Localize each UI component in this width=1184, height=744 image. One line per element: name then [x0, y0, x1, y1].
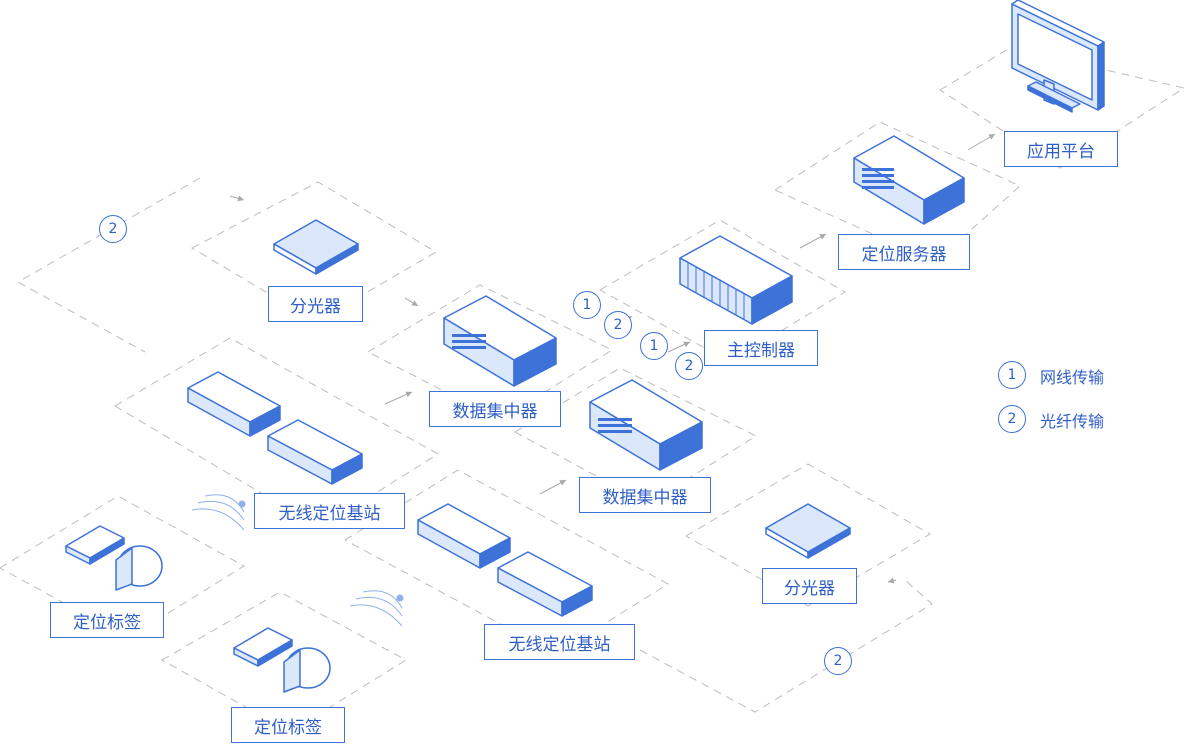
- splitter-bottom-icon: [765, 503, 851, 559]
- label-main-controller: 主控制器: [704, 330, 818, 366]
- label-tag-top: 定位标签: [50, 602, 164, 638]
- marker-fiber: 2: [604, 311, 632, 339]
- label-base-station-bottom: 无线定位基站: [484, 624, 635, 660]
- label-tag-bottom: 定位标签: [231, 707, 345, 743]
- marker-fiber: 2: [824, 647, 852, 675]
- label-data-concentrator-bottom: 数据集中器: [579, 477, 711, 513]
- marker-fiber: 2: [675, 352, 703, 380]
- fiber-loop-bottom: [639, 579, 933, 713]
- wireless-signal-bottom-icon: [349, 590, 404, 627]
- legend-text-1: 网线传输: [1040, 368, 1105, 387]
- zone-splitter-bottom: [685, 463, 931, 607]
- server-icon: [853, 135, 965, 225]
- marker-ethernet: 1: [640, 332, 668, 360]
- base-station-bottom-icon: [417, 503, 593, 617]
- marker-fiber: 2: [99, 215, 127, 243]
- label-splitter-bottom: 分光器: [762, 568, 857, 604]
- legend-marker-1: 1: [998, 361, 1026, 389]
- marker-ethernet: 1: [573, 291, 601, 319]
- label-splitter-top: 分光器: [268, 286, 363, 322]
- fiber-loop-top: [16, 177, 201, 353]
- legend-marker-2: 2: [998, 405, 1026, 433]
- label-app-platform: 应用平台: [1004, 131, 1118, 167]
- zone-base-bottom: [344, 469, 669, 655]
- label-positioning-server: 定位服务器: [838, 234, 970, 270]
- base-station-top-icon: [187, 371, 363, 485]
- tag-top-icon: [65, 525, 163, 591]
- splitter-top-icon: [273, 219, 359, 275]
- label-data-concentrator-top: 数据集中器: [429, 391, 561, 427]
- concentrator-top-icon: [443, 295, 557, 387]
- label-base-station-top: 无线定位基站: [254, 493, 405, 529]
- controller-icon: [679, 235, 793, 325]
- zone-base-top: [114, 337, 439, 529]
- tag-bottom-icon: [233, 627, 331, 693]
- wireless-signal-top-icon: [191, 494, 246, 531]
- legend-text-2: 光纤传输: [1040, 412, 1105, 431]
- monitor-icon: [1011, 0, 1105, 113]
- zone-controller: [598, 219, 846, 363]
- concentrator-bottom-icon: [589, 379, 703, 471]
- zone-concentrator-top: [366, 284, 614, 421]
